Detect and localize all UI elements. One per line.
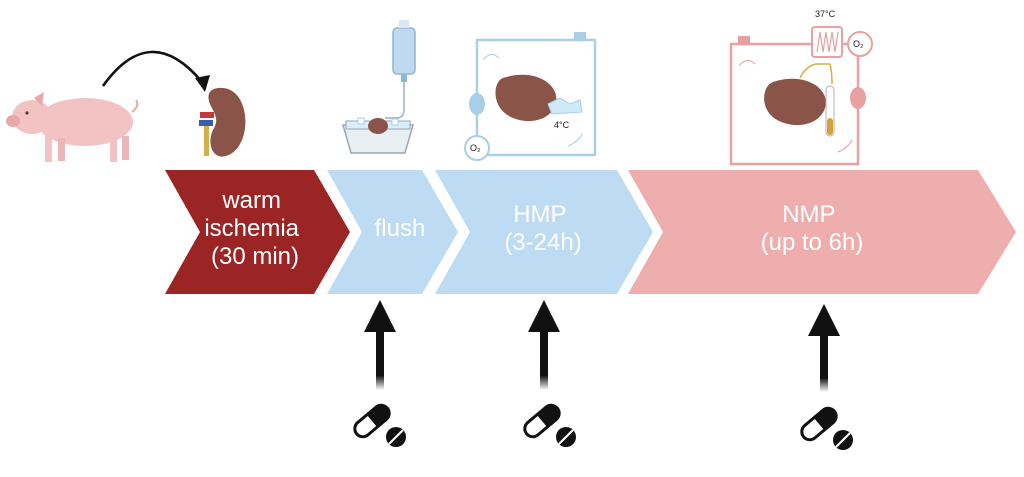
stage-warm-line-1: warm (221, 187, 281, 214)
stage-hmp-line-2: (3-24h) (504, 229, 581, 256)
timeline (165, 170, 1016, 294)
nmp-temperature-label: 37°C (815, 9, 836, 19)
nmp-oxygen-label: O₂ (853, 39, 864, 49)
hmp-temperature-label: 4°C (554, 120, 570, 130)
stage-flush (327, 170, 458, 294)
drug-arrow-hmp (528, 300, 560, 390)
stage-nmp-line-1: NMP (782, 201, 835, 228)
hmp-oxygen-label: O₂ (470, 143, 481, 153)
stage-nmp (628, 170, 1016, 294)
stage-hmp (435, 170, 653, 294)
hmp-circuit-icon (464, 32, 597, 161)
transfer-arrow (101, 50, 210, 92)
stage-flush-line-1: flush (375, 215, 426, 242)
pig-icon (6, 92, 139, 162)
stage-hmp-line-1: HMP (513, 201, 566, 228)
flush-apparatus-icon (342, 20, 416, 154)
stage-warm-ischemia-label: warm ischemia (30 min) (204, 187, 305, 270)
pill-icon (800, 406, 853, 450)
drug-arrow-flush (364, 300, 396, 390)
nmp-circuit-icon (729, 26, 873, 166)
stage-nmp-label: NMP (up to 6h) (761, 201, 864, 256)
kidney-icon (199, 87, 246, 157)
stage-warm-line-2: ischemia (204, 215, 299, 242)
stage-warm-ischemia (165, 170, 350, 294)
drug-arrow-nmp (808, 304, 840, 392)
stage-hmp-label: HMP (3-24h) (504, 201, 581, 256)
pill-icon (523, 403, 576, 447)
pill-icon (353, 403, 406, 447)
stage-flush-label: flush (375, 215, 426, 242)
stage-nmp-line-2: (up to 6h) (761, 229, 864, 256)
stage-warm-line-3: (30 min) (211, 243, 299, 270)
